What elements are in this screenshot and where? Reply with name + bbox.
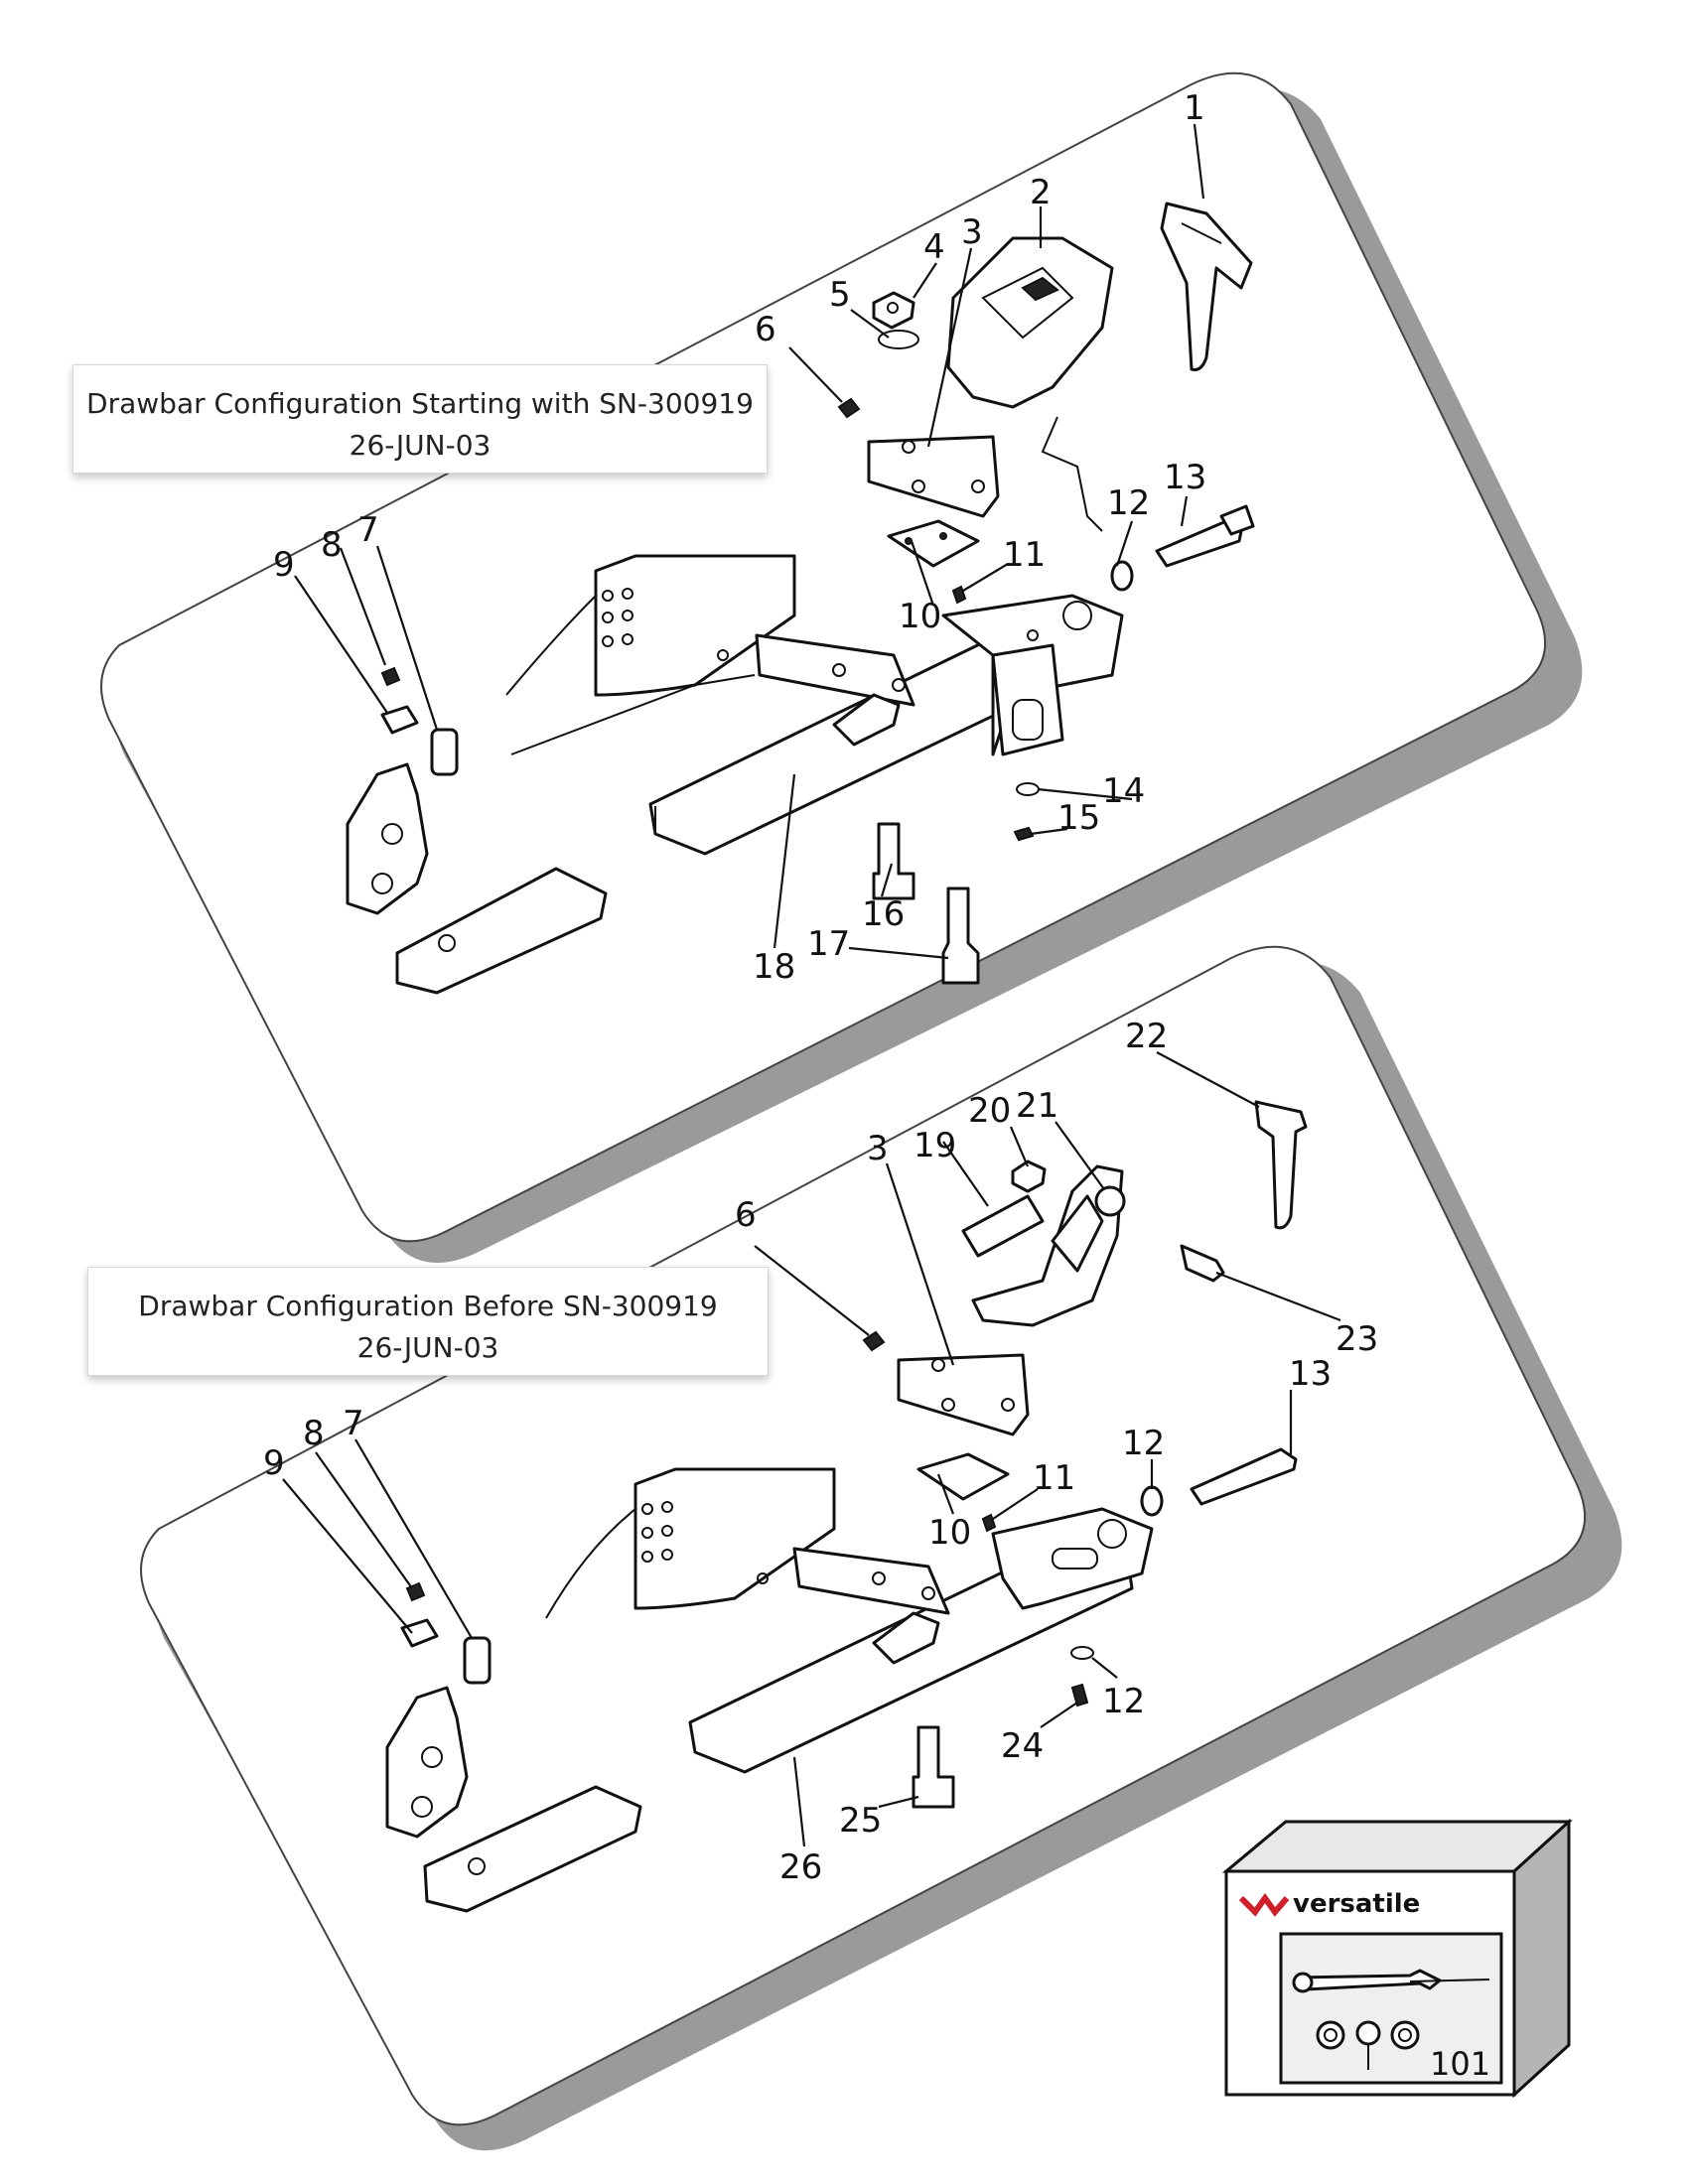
bottom-assembly	[282, 1051, 1341, 1913]
kit-number: 101	[1430, 2045, 1490, 2083]
callout-12-b: 12	[1122, 1424, 1165, 1463]
callout-9: 9	[273, 545, 295, 585]
caption-top: Drawbar Configuration Starting with SN-3…	[72, 364, 768, 474]
callout-22: 22	[1125, 1017, 1168, 1056]
callout-6-b: 6	[735, 1195, 757, 1235]
callout-3: 3	[961, 212, 983, 252]
callout-10-b: 10	[928, 1513, 971, 1553]
callout-18: 18	[753, 947, 795, 987]
callout-1: 1	[1184, 88, 1205, 128]
callout-2: 2	[1030, 173, 1052, 212]
callout-10: 10	[899, 597, 941, 636]
callout-25: 25	[839, 1801, 882, 1841]
callout-11: 11	[1003, 535, 1046, 575]
callout-11-b: 11	[1033, 1458, 1075, 1498]
caption-bottom-title: Drawbar Configuration Before SN-300919	[138, 1290, 718, 1322]
caption-top-title: Drawbar Configuration Starting with SN-3…	[86, 387, 754, 420]
top-assembly	[294, 123, 1255, 995]
callout-7-b: 7	[343, 1404, 364, 1443]
callout-24: 24	[1001, 1726, 1044, 1766]
callout-9-b: 9	[263, 1443, 285, 1483]
callout-8: 8	[321, 525, 343, 565]
callouts-top: 1 2 3 4 5 6 7 8 9 10 11 12 13 14 15 16 1…	[273, 88, 1206, 987]
callout-5: 5	[829, 275, 851, 315]
callout-8-b: 8	[303, 1414, 325, 1453]
callouts-bottom: 3 6 7 8 9 10 11 12 12 13 19 20 21 22 23 …	[263, 1017, 1378, 1887]
callout-3-b: 3	[867, 1129, 889, 1168]
callout-17: 17	[807, 924, 850, 964]
callout-19: 19	[914, 1126, 956, 1165]
brand-text: versatile	[1293, 1889, 1420, 1919]
callout-13: 13	[1164, 458, 1206, 497]
callout-23: 23	[1336, 1319, 1378, 1359]
callout-4: 4	[923, 227, 945, 267]
caption-bottom: Drawbar Configuration Before SN-300919 2…	[87, 1267, 769, 1376]
callout-20: 20	[968, 1091, 1011, 1131]
callout-12-c: 12	[1102, 1682, 1145, 1721]
callout-14: 14	[1102, 771, 1145, 811]
callout-13-b: 13	[1289, 1354, 1332, 1394]
callout-7: 7	[357, 510, 379, 550]
kit-box: versatile 101	[1221, 1818, 1573, 2099]
caption-bottom-date: 26-JUN-03	[356, 1331, 499, 1364]
callout-12: 12	[1107, 483, 1150, 523]
callout-15: 15	[1057, 798, 1100, 838]
callout-16: 16	[862, 894, 905, 934]
caption-top-date: 26-JUN-03	[349, 429, 492, 462]
callout-26: 26	[779, 1847, 822, 1887]
versatile-logo: versatile	[1238, 1889, 1420, 1919]
callout-21: 21	[1016, 1086, 1058, 1126]
callout-6: 6	[755, 310, 776, 349]
